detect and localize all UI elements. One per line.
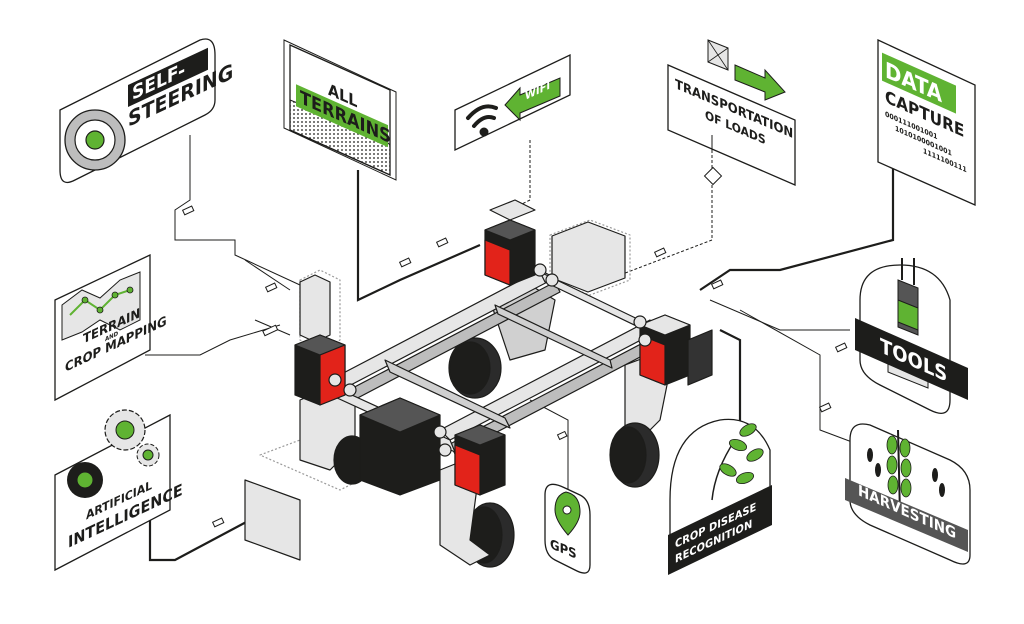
map-icon bbox=[61, 271, 141, 341]
badge-harvesting: HARVESTING bbox=[845, 423, 971, 565]
badge-crop-disease: CROP DISEASE RECOGNITION bbox=[668, 418, 772, 575]
badge-terrain-mapping: TERRAIN AND CROP MAPPING bbox=[54, 253, 167, 402]
wifi-icon bbox=[466, 104, 498, 137]
location-pin-icon bbox=[554, 491, 581, 536]
leaf-icon bbox=[711, 423, 764, 501]
badge-artificial-intelligence: ARTIFICIAL INTELLIGENCE bbox=[54, 409, 183, 572]
arrow-right-icon bbox=[734, 64, 786, 101]
badge-tools: TOOLS bbox=[855, 258, 968, 414]
wheat-icon bbox=[867, 429, 945, 516]
corner-box-top bbox=[484, 199, 536, 286]
wifi-arrow bbox=[504, 77, 561, 122]
tools-ribbon bbox=[855, 318, 968, 400]
steering-wheel-icon bbox=[64, 109, 126, 171]
badge-wifi: WIFI bbox=[454, 53, 571, 152]
badge-transportation: TRANSPORTATION OF LOADS bbox=[667, 39, 796, 186]
badge-data-capture: DATA CAPTURE 000111001001 1010100001001 … bbox=[877, 38, 976, 206]
corner-box-left bbox=[294, 334, 346, 406]
corner-box-right bbox=[639, 314, 713, 386]
agricultural-robot bbox=[244, 199, 713, 568]
badge-all-terrains: ALL TERRAINS bbox=[283, 39, 397, 181]
corner-box-front bbox=[454, 424, 506, 496]
badge-self-steering: SELF- STEERING bbox=[59, 38, 233, 184]
gears-icon bbox=[67, 409, 160, 498]
connector-markers bbox=[181, 166, 848, 528]
badge-gps: GPS bbox=[544, 483, 591, 574]
